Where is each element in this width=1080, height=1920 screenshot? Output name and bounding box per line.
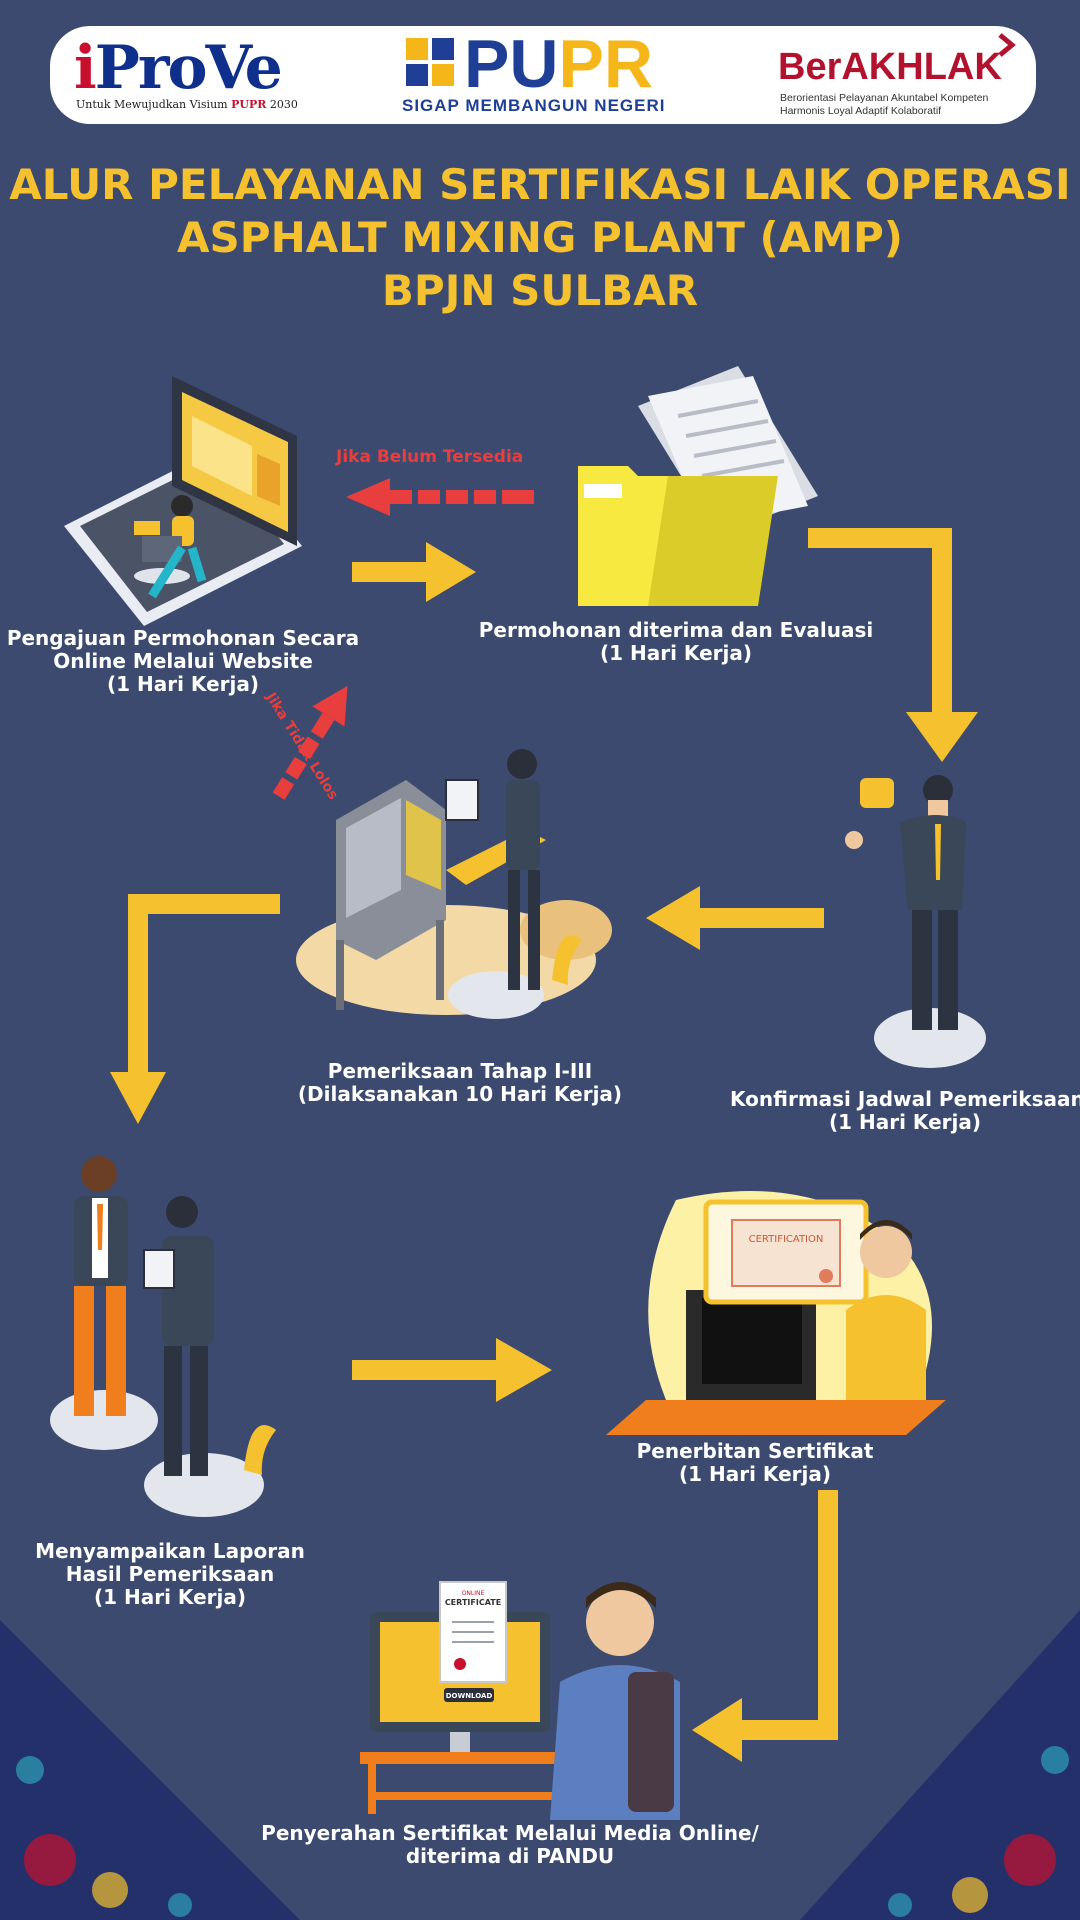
batik-ornament-right: [800, 1610, 1080, 1920]
arrow-laporan-to-penerbitan: [352, 1360, 498, 1380]
download-label: DOWNLOAD: [446, 1692, 493, 1700]
arrow-evaluasi-to-konfirmasi: [808, 528, 952, 548]
step-pemeriksaan-label: Pemeriksaan Tahap I-III(Dilaksanakan 10 …: [297, 1059, 623, 1106]
pupr-logo-highlight: PR: [558, 26, 653, 102]
page-title: ALUR PELAYANAN SERTIFIKASI LAIK OPERASI …: [9, 160, 1071, 315]
pupr-tagline: SIGAP MEMBANGUN NEGERI: [402, 96, 666, 115]
pupr-emblem-icon: [406, 38, 454, 86]
phone-call-person-illustration: [845, 775, 986, 1068]
note-jika-belum-tersedia: Jika Belum Tersedia: [336, 447, 524, 467]
certification-label: CERTIFICATION: [749, 1234, 824, 1245]
arrow-pemeriksaan-to-laporan: [128, 894, 280, 914]
folder-documents-illustration: [578, 366, 818, 606]
reporting-meeting-illustration: [50, 1156, 276, 1517]
step-penyerahan-label: Penyerahan Sertifikat Melalui Media Onli…: [261, 1821, 759, 1868]
iprove-tagline: Untuk Mewujudkan Visium PUPR 2030: [76, 98, 298, 111]
iprove-logo-rest: ProVe: [94, 33, 283, 103]
arrow-konfirmasi-to-pemeriksaan: [700, 908, 824, 928]
arrow-pengajuan-to-evaluasi: [352, 562, 428, 582]
step-konfirmasi-label: Konfirmasi Jadwal Pemeriksaan(1 Hari Ker…: [730, 1087, 1080, 1134]
laptop-illustration: [64, 376, 302, 626]
online-label: ONLINE: [462, 1590, 485, 1597]
iprove-logo: iProVe: [74, 33, 283, 103]
berakhlak-tagline: Berorientasi Pelayanan Akuntabel Kompete…: [780, 92, 989, 117]
iprove-logo-i: i: [74, 33, 97, 103]
online-certificate-illustration: ONLINE CERTIFICATE DOWNLOAD: [360, 1581, 680, 1820]
arrow-penerbitan-to-penyerahan: [818, 1490, 838, 1740]
arrow-jika-belum-tersedia: [346, 478, 534, 516]
chevron-right-icon: [998, 33, 1016, 57]
certificate-issuance-illustration: CERTIFICATION: [606, 1191, 946, 1435]
step-penerbitan-label: Penerbitan Sertifikat(1 Hari Kerja): [636, 1439, 874, 1486]
batik-ornament-left: [0, 1620, 300, 1920]
asphalt-plant-inspection-illustration: [296, 749, 612, 1019]
header-banner: iProVe Untuk Mewujudkan Visium PUPR 2030…: [50, 26, 1036, 124]
pupr-logo-text: PUPR: [464, 26, 653, 102]
step-evaluasi-label: Permohonan diterima dan Evaluasi(1 Hari …: [478, 618, 874, 665]
arrow-jika-tidak-lolos: [272, 685, 348, 800]
certificate-label: CERTIFICATE: [445, 1598, 501, 1607]
berakhlak-logo: BerAKHLAK: [778, 46, 1002, 88]
